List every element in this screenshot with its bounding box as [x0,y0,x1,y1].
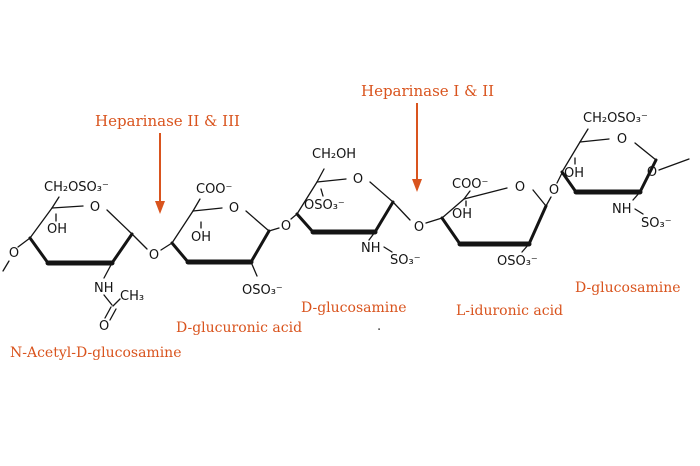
ring-oxygen-label: O [229,201,239,216]
bond-line [112,298,121,307]
group-label-oso3: OSO₃⁻ [497,254,538,269]
group-label-oh: OH [564,166,584,181]
bond-line [268,227,280,232]
bond-line [192,198,201,212]
group-label-so3: SO₃⁻ [641,216,672,231]
bond-line [634,142,657,161]
arrow-head-icon [412,179,422,192]
bond-line [545,196,552,207]
bond-line [392,201,411,221]
bond-line [369,181,394,203]
bond-line [561,141,581,173]
bond-line [316,168,325,183]
group-label-oh: OH [452,207,472,222]
bond-line [658,158,690,171]
group-label-nh: NH [361,241,381,256]
group-label-so3: SO₃⁻ [390,253,421,268]
bond-layer [2,128,690,321]
bond-line [579,128,589,143]
bond-line [556,172,563,184]
bond-line [103,262,113,279]
bond-line [249,229,271,264]
bond-line [109,308,117,321]
group-label-ch2oh: CH₂OH [312,147,356,162]
group-label-oh: OH [47,222,67,237]
residue-label-1: N-Acetyl-D-glucosamine [10,345,182,361]
glycosidic-oxygen-label: O [281,219,291,234]
group-label-nh: NH [94,281,114,296]
bond-line [51,196,60,209]
bond-line [295,212,315,234]
glycosidic-oxygen-label: O [149,248,159,263]
ring-oxygen-label: O [90,200,100,215]
residue-label-4: L-iduronic acid [456,303,563,319]
cleavage-arrow-1 [155,133,165,214]
cleavage-arrow-2 [412,103,422,192]
bond-line [652,159,657,167]
group-label-ch2oso3: CH₂OSO₃⁻ [44,180,109,195]
enzyme-label-heparinase-2-3: Heparinase II & III [95,112,240,130]
stray-period: . [377,319,381,334]
group-label-oso3: OSO₃⁻ [304,198,345,213]
bond-line [560,170,578,194]
carbonyl-oxygen-label: O [99,319,109,334]
bond-line [316,178,347,183]
methoxy-oxygen-label: O [647,165,657,180]
group-label-coo: COO⁻ [452,177,488,192]
arrow-head-icon [155,201,165,214]
group-label-nh: NH [612,202,632,217]
bond-line [441,198,465,219]
bond-line [106,209,133,235]
bond-line [170,241,190,264]
glycosidic-oxygen-label: O [414,220,424,235]
bond-line [440,216,462,246]
enzyme-label-heparinase-1-2: Heparinase I & II [361,82,494,100]
group-label-ch3: CH₃ [120,289,144,304]
bond-line [425,217,443,224]
residue-label-2: D-glucuronic acid [176,320,302,336]
bond-line [192,207,223,212]
glycosidic-oxygen-label: O [549,183,559,198]
residue-label-5: D-glucosamine [575,280,681,296]
bond-line [29,207,53,239]
bond-line [28,236,50,265]
bond-line [579,138,610,143]
bond-line [634,208,644,215]
methoxy-oxygen-label: O [9,246,19,261]
bond-line [383,246,393,253]
ring-oxygen-label: O [515,180,525,195]
bond-line [527,204,548,246]
bond-line [17,237,31,248]
bond-line [250,261,258,277]
ring-oxygen-label: O [617,132,627,147]
residue-label-3: D-glucosamine [301,300,407,316]
bond-line [463,187,508,200]
group-label-coo: COO⁻ [196,182,232,197]
bond-line [632,191,641,201]
bond-line [373,200,395,234]
ring-oxygen-label: O [353,172,363,187]
bond-line [2,260,10,272]
group-label-ch2oso3: CH₂OSO₃⁻ [583,111,648,126]
bond-line [368,231,376,241]
bond-line [463,190,471,200]
bond-line [131,233,148,250]
bond-line [245,210,270,232]
bond-line [103,294,113,306]
bond-line [104,306,112,319]
bond-line [160,242,173,251]
bond-line [320,188,324,197]
bond-line [532,189,547,207]
bond-line [51,205,84,209]
bond-line [171,210,194,244]
bond-line [296,181,318,215]
bond-line [521,243,530,253]
group-label-oso3: OSO₃⁻ [242,283,283,298]
bond-line [110,232,134,265]
group-label-oh: OH [191,230,211,245]
